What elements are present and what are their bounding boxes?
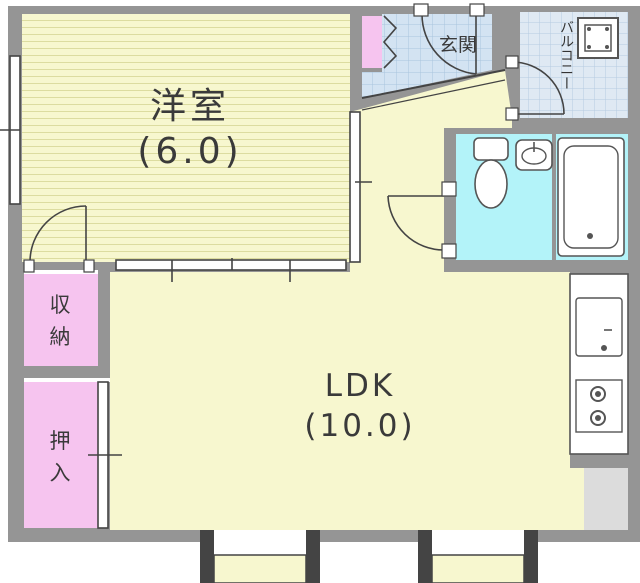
western-room-name: 洋室 <box>149 86 230 127</box>
door-balcony <box>511 61 565 115</box>
ldk-floor <box>110 70 628 530</box>
ldk-size: (10.0) <box>304 408 416 445</box>
entrance-floor <box>362 14 492 98</box>
kitchen-sink <box>575 297 623 357</box>
door-bathroom <box>387 195 445 251</box>
storage-floor <box>24 274 98 366</box>
toilet <box>473 137 509 161</box>
sliding-door-ldk <box>115 259 347 271</box>
western-room-size: (6.0) <box>137 131 243 172</box>
door-western-room <box>29 205 87 263</box>
balcony-label: バルコニー <box>558 20 574 90</box>
door-entrance <box>421 13 477 75</box>
stove <box>575 379 623 433</box>
ldk-label: LDK (10.0) <box>280 366 440 447</box>
entrance-label: 玄関 <box>438 34 477 56</box>
wash-basin <box>515 139 553 171</box>
western-room-floor <box>22 14 350 262</box>
storage-label: 収 納 <box>49 293 71 349</box>
closet-label: 押 入 <box>49 429 71 485</box>
ldk-name: LDK <box>324 368 396 404</box>
closet-floor <box>24 382 98 528</box>
sliding-door-western <box>349 111 361 263</box>
western-room-label: 洋室 (6.0) <box>100 84 280 174</box>
